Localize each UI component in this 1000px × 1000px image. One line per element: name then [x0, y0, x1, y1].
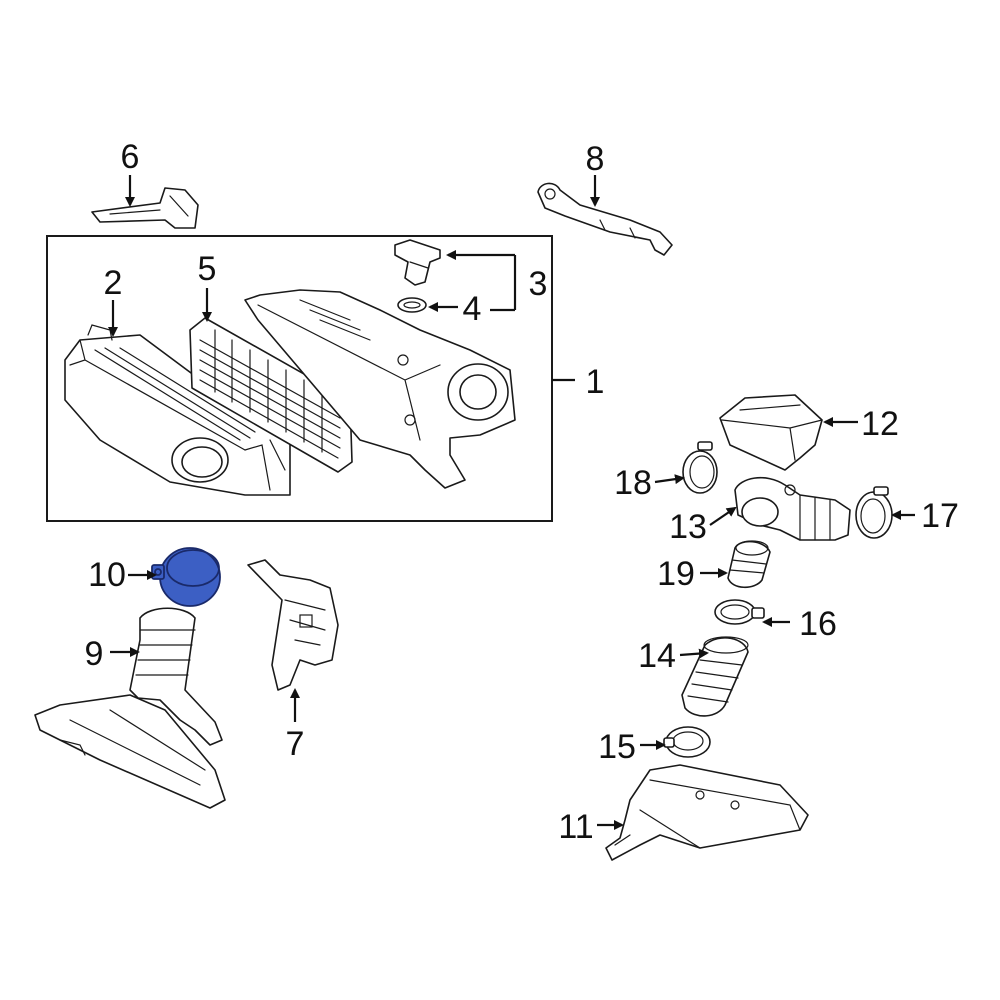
part-16-clamp[interactable]: [714, 599, 765, 625]
callout-7[interactable]: 7: [286, 725, 305, 763]
callout-6[interactable]: 6: [121, 138, 140, 176]
part-11-lower-duct[interactable]: [605, 764, 809, 861]
part-2-air-cleaner-cover[interactable]: [64, 324, 291, 496]
assembly-box: [46, 235, 553, 522]
part-14-hose[interactable]: [681, 636, 749, 717]
callout-5[interactable]: 5: [198, 250, 217, 288]
part-3-sensor[interactable]: [394, 239, 441, 286]
part-13-intake-hose[interactable]: [734, 476, 851, 541]
part-6-bracket[interactable]: [91, 187, 199, 229]
callout-8[interactable]: 8: [586, 140, 605, 178]
callout-17[interactable]: 17: [921, 497, 959, 535]
callout-2[interactable]: 2: [104, 264, 123, 302]
part-18-clamp[interactable]: [682, 441, 718, 494]
callout-15[interactable]: 15: [598, 728, 636, 766]
callout-16[interactable]: 16: [799, 605, 837, 643]
leader-lines: [108, 175, 915, 830]
callout-3[interactable]: 3: [529, 265, 548, 303]
callout-labels: 6 8 2 5 3 4 1 12 18 13 17 10 19 16 9 14 …: [85, 138, 959, 846]
callout-19[interactable]: 19: [657, 555, 695, 593]
part-1-air-cleaner-case[interactable]: [244, 289, 516, 489]
part-12-resonator[interactable]: [719, 394, 823, 471]
part-8-bracket[interactable]: [537, 182, 673, 256]
callout-13[interactable]: 13: [669, 508, 707, 546]
part-19-hose[interactable]: [727, 540, 771, 589]
callout-10[interactable]: 10: [88, 556, 126, 594]
callout-4[interactable]: 4: [463, 290, 482, 328]
callout-18[interactable]: 18: [614, 464, 652, 502]
part-9-inlet-duct[interactable]: [34, 607, 226, 809]
part-15-clamp[interactable]: [663, 726, 711, 758]
part-7-bracket[interactable]: [247, 559, 339, 691]
part-5-filter-element[interactable]: [189, 317, 353, 473]
callout-9[interactable]: 9: [85, 635, 104, 673]
callout-11[interactable]: 11: [558, 808, 593, 846]
callout-14[interactable]: 14: [638, 637, 676, 675]
callout-1[interactable]: 1: [586, 363, 605, 401]
part-17-clamp[interactable]: [855, 486, 893, 539]
callout-12[interactable]: 12: [861, 405, 899, 443]
part-4-gasket[interactable]: [397, 297, 427, 313]
part-10-clamp[interactable]: [151, 547, 221, 607]
